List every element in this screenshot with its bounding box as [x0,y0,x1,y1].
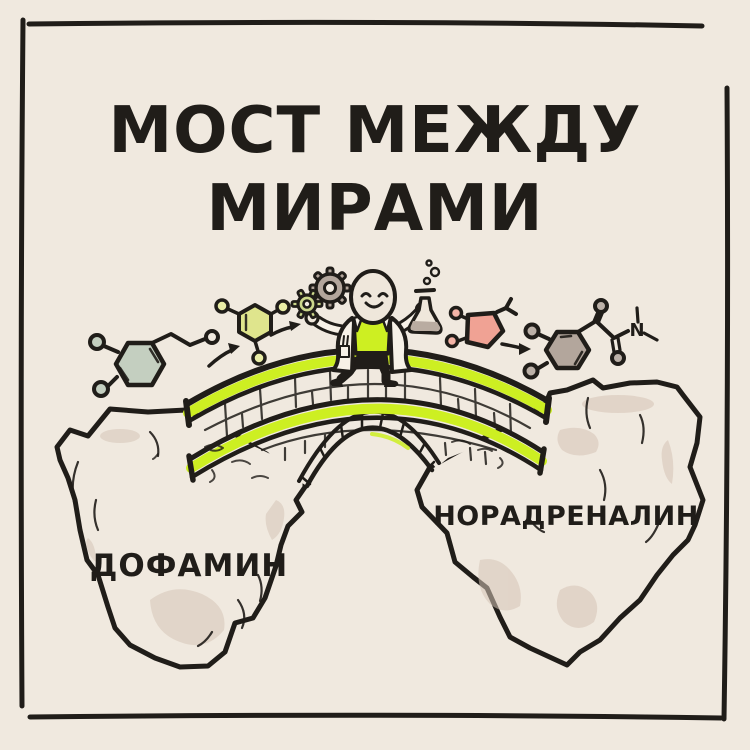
right-shoe [384,379,399,387]
page-title-line2: МИРАМИ [207,172,544,246]
page-title-line1: МОСТ МЕЖДУ [108,94,641,168]
intermediate-molecule-icon [214,298,291,366]
page-title: МОСТ МЕЖДУ МИРАМИ [108,94,641,246]
scientist-head [349,269,397,325]
left-shoe [330,377,343,387]
scientist-pants [355,351,389,366]
erlenmeyer-flask-icon [407,259,443,335]
reaction-arrow-icon-2 [269,321,301,337]
left-island-label: ДОФАМИН [90,548,288,584]
stone-sketches [152,439,504,483]
right-island-cracks [528,396,662,544]
coat-pocket [339,345,350,358]
nitrogen-label: N [629,320,644,341]
brick-texture-deck [203,368,532,438]
bridge-deck [189,366,546,459]
dopamine-skeletal-molecule-icon [88,329,220,398]
right-island-shading [478,395,674,628]
reaction-arrow-icon-3 [500,342,531,355]
noradrenaline-skeletal-molecule-icon: N [522,298,659,380]
scientist-face [360,292,389,309]
pocket-pens [342,335,349,346]
reaction-arrow-icon-1 [207,343,240,368]
gear-icon-small [290,288,324,320]
left-island-shading [86,429,285,646]
gear-icon-large [308,266,352,310]
sketch-frame [18,17,731,722]
flask-bubbles [422,259,441,286]
scientist-figure [304,269,430,387]
bridge-parapet-lower [186,397,547,483]
right-island-label: НОРАДРЕНАЛИН [433,501,699,532]
enzyme-intermediate-molecule-icon [444,297,518,350]
